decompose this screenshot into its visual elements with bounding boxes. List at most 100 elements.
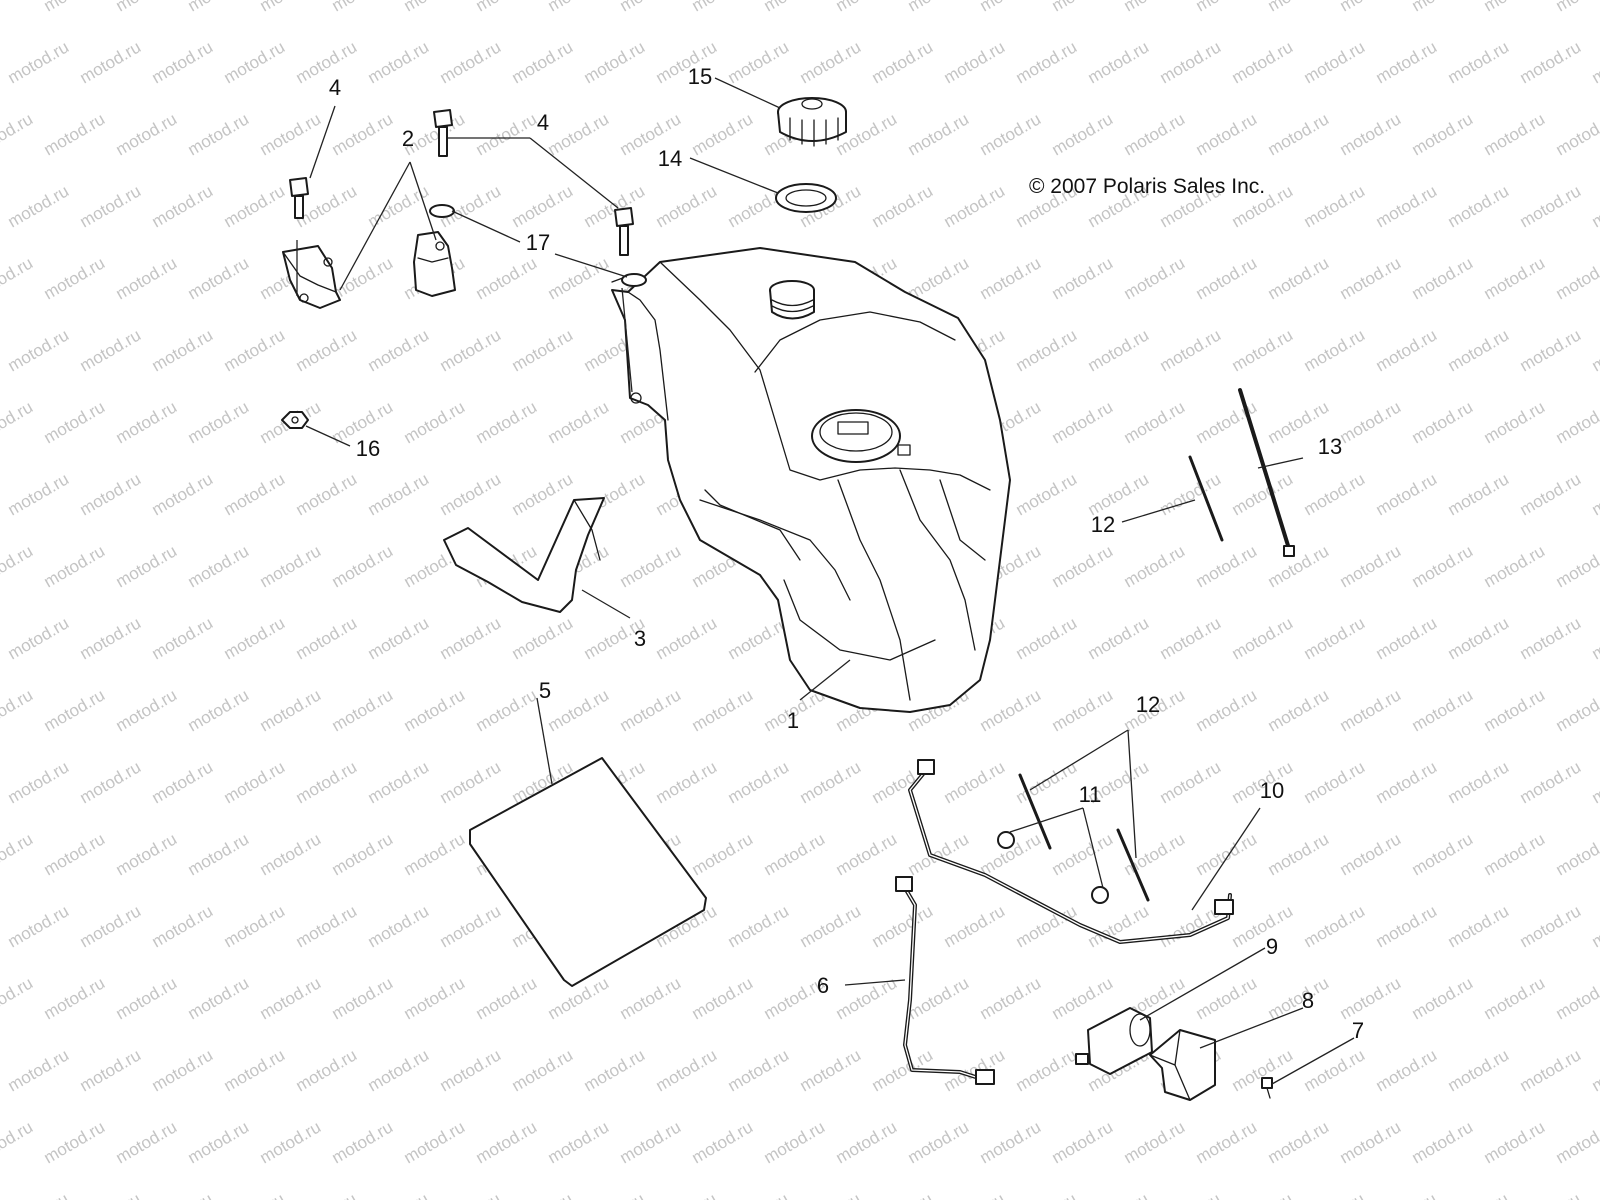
watermark-text: motod.ru xyxy=(77,757,145,807)
watermark-text: motod.ru xyxy=(977,973,1045,1023)
watermark-text: motod.ru xyxy=(1409,109,1477,159)
watermark-text: motod.ru xyxy=(1481,1117,1549,1167)
watermark-text: motod.ru xyxy=(365,613,433,663)
watermark-text: motod.ru xyxy=(977,109,1045,159)
watermark-text: motod.ru xyxy=(365,901,433,951)
watermark-text: motod.ru xyxy=(401,973,469,1023)
watermark-text: motod.ru xyxy=(1553,0,1600,15)
watermark-text: motod.ru xyxy=(113,685,181,735)
watermark-text: motod.ru xyxy=(545,685,613,735)
watermark-text: motod.ru xyxy=(1193,829,1261,879)
watermark-text: motod.ru xyxy=(1481,685,1549,735)
watermark-text: motod.ru xyxy=(113,253,181,303)
watermark-text: motod.ru xyxy=(1445,613,1513,663)
callout-16: 16 xyxy=(356,436,380,461)
watermark-text: motod.ru xyxy=(1445,37,1513,87)
watermark-text: motod.ru xyxy=(1517,325,1585,375)
watermark-text: motod.ru xyxy=(5,757,73,807)
watermark-text: motod.ru xyxy=(545,397,613,447)
watermark-text: motod.ru xyxy=(1445,757,1513,807)
watermark-text: motod.ru xyxy=(1337,0,1405,15)
watermark-text: motod.ru xyxy=(1193,1117,1261,1167)
callout-3: 3 xyxy=(634,626,646,651)
watermark-text: motod.ru xyxy=(1193,541,1261,591)
watermark-text: motod.ru xyxy=(509,37,577,87)
watermark-text: motod.ru xyxy=(221,1045,289,1095)
watermark-text: motod.ru xyxy=(5,1045,73,1095)
watermark-text: motod.ru xyxy=(725,901,793,951)
watermark-text: motod.ru xyxy=(1409,0,1477,15)
watermark-text: motod.ru xyxy=(797,37,865,87)
watermark-text: motod.ru xyxy=(1517,37,1585,87)
watermark-text: motod.ru xyxy=(1409,1117,1477,1167)
watermark-text: motod.ru xyxy=(1553,685,1600,735)
watermark-text: motod.ru xyxy=(1409,829,1477,879)
watermark-text: motod.ru xyxy=(221,181,289,231)
watermark-text: motod.ru xyxy=(1121,0,1189,15)
watermark-text: motod.ru xyxy=(1337,253,1405,303)
filter-bracket xyxy=(1149,1029,1216,1101)
watermark-text: motod.ru xyxy=(437,757,505,807)
watermark-text: motod.ru xyxy=(1301,1045,1369,1095)
watermark-text: motod.ru xyxy=(0,1117,36,1167)
watermark-text: motod.ru xyxy=(41,253,109,303)
watermark-text: motod.ru xyxy=(293,325,361,375)
watermark-text: motod.ru xyxy=(1409,973,1477,1023)
nut xyxy=(281,411,309,429)
watermark-text: motod.ru xyxy=(1517,613,1585,663)
watermark-text: motod.ru xyxy=(725,37,793,87)
watermark-text: motod.ru xyxy=(1373,901,1441,951)
watermark-text: motod.ru xyxy=(617,541,685,591)
watermark-text: motod.ru xyxy=(689,973,757,1023)
callout-7: 7 xyxy=(1352,1018,1364,1043)
watermark-text: motod.ru xyxy=(1085,325,1153,375)
watermark-text: motod.ru xyxy=(1049,397,1117,447)
watermark-text: motod.ru xyxy=(1337,109,1405,159)
watermark-text: motod.ru xyxy=(437,1045,505,1095)
callout-6: 6 xyxy=(817,973,829,998)
watermark-text: motod.ru xyxy=(1589,901,1600,951)
watermark-text: motod.ru xyxy=(1049,685,1117,735)
watermark-text: motod.ru xyxy=(1229,1189,1297,1200)
fuel-line-6 xyxy=(895,876,995,1085)
watermark-text: motod.ru xyxy=(1265,973,1333,1023)
watermark-text: motod.ru xyxy=(221,469,289,519)
watermark-text: motod.ru xyxy=(1013,325,1081,375)
watermark-text: motod.ru xyxy=(1481,397,1549,447)
watermark-text: motod.ru xyxy=(1301,901,1369,951)
watermark-text: motod.ru xyxy=(761,1117,829,1167)
watermark-text: motod.ru xyxy=(437,37,505,87)
watermark-text: motod.ru xyxy=(0,685,36,735)
watermark-text: motod.ru xyxy=(221,613,289,663)
watermark-text: motod.ru xyxy=(1481,829,1549,879)
watermark-text: motod.ru xyxy=(1409,253,1477,303)
copyright-notice: © 2007 Polaris Sales Inc. xyxy=(1029,175,1265,198)
watermark-text: motod.ru xyxy=(185,829,253,879)
watermark-text: motod.ru xyxy=(41,541,109,591)
watermark-text: motod.ru xyxy=(1517,757,1585,807)
watermark-text: motod.ru xyxy=(1229,613,1297,663)
watermark-text: motod.ru xyxy=(1517,181,1585,231)
watermark-text: motod.ru xyxy=(1409,541,1477,591)
callout-4b: 4 xyxy=(537,110,549,135)
watermark-text: motod.ru xyxy=(545,1117,613,1167)
watermark-text: motod.ru xyxy=(653,181,721,231)
watermark-text: motod.ru xyxy=(797,757,865,807)
watermark-text: motod.ru xyxy=(905,973,973,1023)
watermark-text: motod.ru xyxy=(1301,37,1369,87)
watermark-text: motod.ru xyxy=(689,109,757,159)
watermark-text: motod.ru xyxy=(689,685,757,735)
watermark-text: motod.ru xyxy=(833,829,901,879)
watermark-text: motod.ru xyxy=(833,0,901,15)
watermark-text: motod.ru xyxy=(41,973,109,1023)
watermark-text: motod.ru xyxy=(1373,181,1441,231)
watermark-text: motod.ru xyxy=(149,325,217,375)
watermark-text: motod.ru xyxy=(1229,325,1297,375)
watermark-text: motod.ru xyxy=(77,1045,145,1095)
watermark-text: motod.ru xyxy=(1121,109,1189,159)
watermark-text: motod.ru xyxy=(41,829,109,879)
watermark-text: motod.ru xyxy=(221,1189,289,1200)
callout-4a: 4 xyxy=(329,75,341,100)
watermark-text: motod.ru xyxy=(77,613,145,663)
watermark-text: motod.ru xyxy=(1157,1189,1225,1200)
